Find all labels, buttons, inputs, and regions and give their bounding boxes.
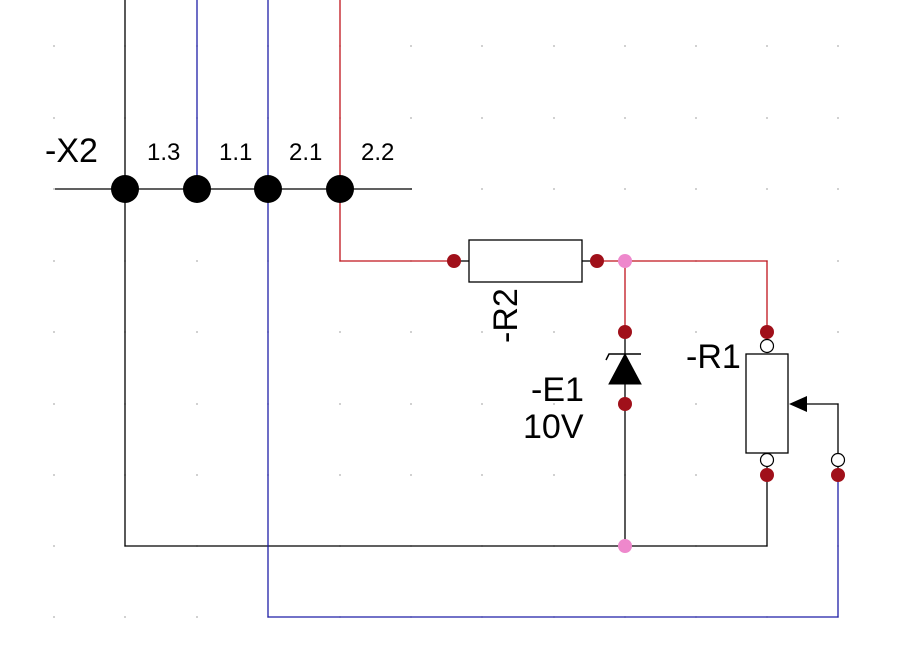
- grid-dot: [553, 474, 555, 476]
- zener-diode-e1[interactable]: [605, 352, 642, 385]
- wire-junction-to-r1[interactable]: [625, 260, 768, 332]
- pin-label-2-2: 2.2: [361, 139, 394, 166]
- grid-dot: [553, 331, 555, 333]
- resistor-r2[interactable]: [454, 239, 597, 283]
- terminal-2-1[interactable]: [254, 175, 282, 203]
- wires: [55, 0, 839, 618]
- pin-label-2-1: 2.1: [289, 139, 322, 166]
- r1-open-top: [759, 338, 775, 354]
- grid-dot: [196, 260, 198, 262]
- grid-dot: [837, 188, 839, 190]
- grid-dot: [837, 331, 839, 333]
- zener-pin-bottom[interactable]: [618, 397, 632, 411]
- grid-dot: [766, 117, 768, 119]
- grid-dot: [410, 117, 412, 119]
- terminal-1-1[interactable]: [183, 175, 211, 203]
- connector-label: -X2: [45, 132, 98, 170]
- grid-dot: [553, 188, 555, 190]
- r2-body[interactable]: [468, 239, 583, 283]
- grid-dot: [481, 331, 483, 333]
- zener-triangle[interactable]: [608, 352, 642, 385]
- grid-dot: [837, 45, 839, 47]
- grid-dot: [837, 260, 839, 262]
- r2-label: -R2: [487, 288, 525, 343]
- grid-dot: [339, 331, 341, 333]
- pin-dots: [447, 254, 845, 482]
- grid-dot: [624, 188, 626, 190]
- grid-dot: [53, 117, 55, 119]
- r2-pin-right[interactable]: [590, 254, 604, 268]
- grid-dot: [624, 117, 626, 119]
- grid-dot: [196, 403, 198, 405]
- r1-open-bottom: [759, 452, 775, 468]
- grid-dot: [553, 117, 555, 119]
- grid-dots: [53, 45, 839, 618]
- zener-label: -E1: [531, 371, 584, 409]
- grid-dot: [124, 616, 126, 618]
- r1-wiper-arrowhead: [789, 396, 807, 412]
- r2-pin-left[interactable]: [447, 254, 461, 268]
- grid-dot: [695, 403, 697, 405]
- grid-dot: [410, 403, 412, 405]
- grid-dot: [481, 188, 483, 190]
- grid-dot: [553, 403, 555, 405]
- junction-dots: [618, 254, 632, 553]
- wire-pin-1-3-bottom[interactable]: [124, 189, 768, 547]
- grid-dot: [196, 474, 198, 476]
- zener-cathode-bar: [605, 353, 641, 361]
- grid-dot: [837, 117, 839, 119]
- terminal-2-2[interactable]: [326, 175, 354, 203]
- r1-label: -R1: [686, 338, 741, 376]
- grid-dot: [695, 331, 697, 333]
- grid-dot: [53, 474, 55, 476]
- grid-dot: [695, 188, 697, 190]
- connector-terminals: [111, 175, 354, 203]
- grid-dot: [196, 616, 198, 618]
- r1-pin-top[interactable]: [760, 325, 774, 339]
- grid-dot: [53, 45, 55, 47]
- grid-dot: [196, 331, 198, 333]
- grid-dot: [53, 403, 55, 405]
- zener-pin-top[interactable]: [618, 325, 632, 339]
- grid-dot: [695, 45, 697, 47]
- grid-dot: [553, 45, 555, 47]
- r1-pin-wiper[interactable]: [831, 468, 845, 482]
- junction-top[interactable]: [618, 254, 632, 268]
- grid-dot: [410, 331, 412, 333]
- grid-dot: [481, 474, 483, 476]
- grid-dot: [339, 474, 341, 476]
- grid-dot: [410, 474, 412, 476]
- zener-value: 10V: [523, 408, 584, 446]
- pin-label-1-1: 1.1: [219, 139, 252, 166]
- r1-open-wiper: [830, 452, 846, 468]
- grid-dot: [481, 45, 483, 47]
- grid-dot: [53, 188, 55, 190]
- junction-bottom[interactable]: [618, 539, 632, 553]
- grid-dot: [624, 45, 626, 47]
- grid-dot: [53, 331, 55, 333]
- grid-dot: [481, 403, 483, 405]
- grid-dot: [766, 45, 768, 47]
- open-connection-circles: [759, 338, 846, 468]
- wire-pin-2-2-to-r2[interactable]: [339, 189, 454, 262]
- r1-wiper-line: [791, 403, 839, 466]
- terminal-1-3[interactable]: [111, 175, 139, 203]
- potentiometer-r1[interactable]: [745, 353, 839, 466]
- r1-body[interactable]: [745, 353, 789, 454]
- grid-dot: [53, 260, 55, 262]
- grid-dot: [481, 117, 483, 119]
- r1-pin-bottom[interactable]: [760, 468, 774, 482]
- grid-dot: [53, 616, 55, 618]
- pin-label-1-3: 1.3: [147, 139, 180, 166]
- grid-dot: [695, 117, 697, 119]
- grid-dot: [766, 188, 768, 190]
- wire-pin-2-1-bottom[interactable]: [267, 189, 839, 618]
- grid-dot: [339, 403, 341, 405]
- grid-dot: [695, 474, 697, 476]
- grid-dot: [53, 545, 55, 547]
- grid-dot: [410, 45, 412, 47]
